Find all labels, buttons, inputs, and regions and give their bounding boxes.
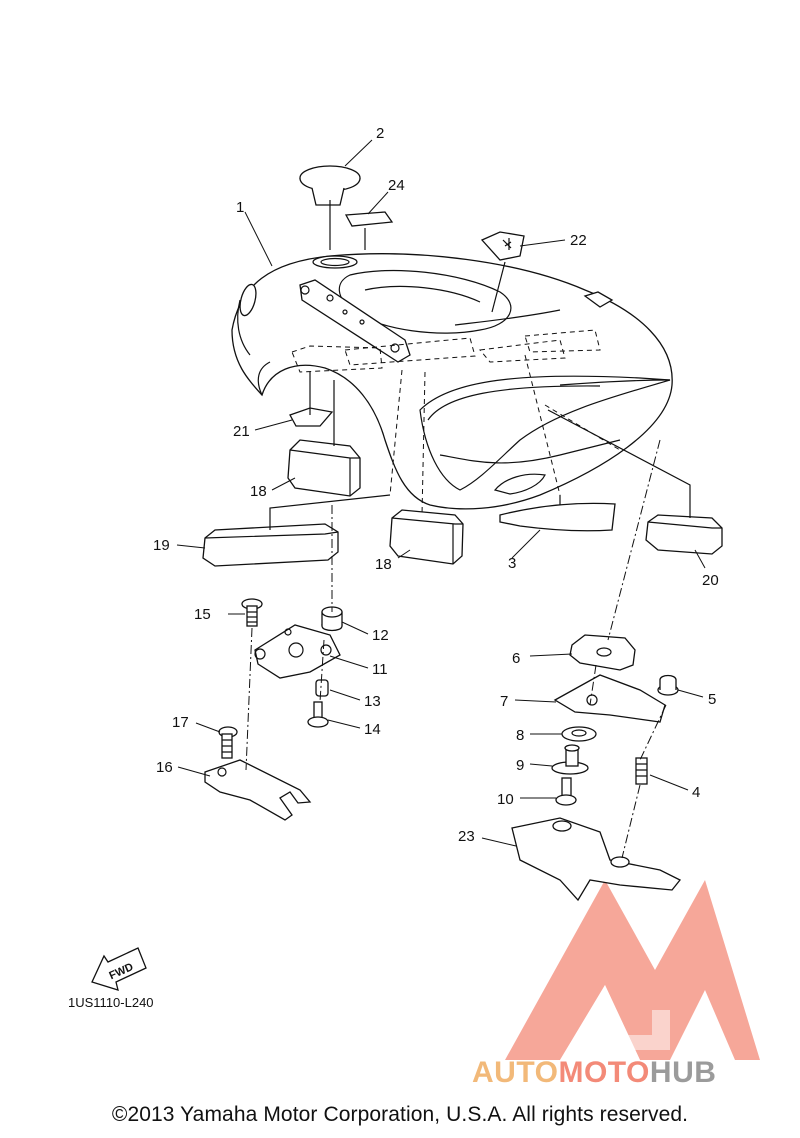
washer-8 [561, 726, 597, 742]
bracket-16 [204, 759, 312, 821]
callout-11: 11 [372, 661, 388, 678]
callout-6: 6 [512, 650, 520, 667]
pad-3 [499, 502, 616, 532]
assembly-lines [269, 200, 691, 530]
label-24 [344, 211, 394, 227]
callout-20: 20 [702, 572, 719, 589]
pad-19 [202, 523, 339, 567]
callout-leaders [176, 139, 706, 847]
pad-18-upper [287, 439, 361, 497]
callout-4: 4 [692, 784, 700, 801]
callout-3: 3 [508, 555, 516, 572]
mount-6 [569, 634, 636, 671]
callout-7: 7 [500, 693, 508, 710]
callout-5: 5 [708, 691, 716, 708]
watermark-hub: HUB [649, 1056, 717, 1089]
pad-18-lower [389, 509, 464, 565]
right-leader-lines [589, 439, 667, 859]
bracket-7 [553, 674, 666, 723]
pad-outlines [291, 329, 621, 496]
fuel-cap [299, 165, 361, 206]
callout-8: 8 [516, 727, 524, 744]
callout-14: 14 [364, 721, 381, 738]
bolt-15 [241, 598, 263, 627]
callout-19: 19 [153, 537, 170, 554]
watermark-logo-icon [505, 880, 760, 1060]
callout-21: 21 [233, 423, 250, 440]
left-leader-lines [245, 505, 333, 771]
callout-23: 23 [458, 828, 475, 845]
emblem-22 [480, 231, 525, 261]
bolt-4 [635, 757, 648, 785]
callout-18-upper: 18 [250, 483, 267, 500]
callout-22: 22 [570, 232, 587, 249]
copyright-notice: ©2013 Yamaha Motor Corporation, U.S.A. A… [111, 1103, 689, 1126]
diagram-code: 1US1110-L240 [68, 995, 154, 1010]
nut-5 [657, 674, 679, 696]
callout-1: 1 [236, 199, 244, 216]
bolt-17 [218, 726, 238, 759]
callout-18-lower: 18 [375, 556, 392, 573]
callout-10: 10 [497, 791, 514, 808]
callout-17: 17 [172, 714, 189, 731]
bracket-11 [254, 624, 341, 679]
callout-9: 9 [516, 757, 524, 774]
callout-numbers: 1 2 3 4 5 6 7 8 9 10 11 12 13 14 15 16 1… [153, 125, 719, 845]
watermark-auto: AUTO [472, 1056, 559, 1089]
pad-20 [645, 514, 723, 555]
collar-13 [315, 679, 329, 697]
watermark-moto: MOTO [558, 1056, 650, 1089]
callout-24: 24 [388, 177, 405, 194]
pad-21 [289, 407, 334, 427]
callout-16: 16 [156, 759, 173, 776]
bolt-10 [555, 777, 577, 806]
callout-12: 12 [372, 627, 389, 644]
callout-2: 2 [376, 125, 384, 142]
collar-9 [551, 744, 589, 775]
fuel-tank [231, 253, 673, 510]
bolt-14 [307, 701, 329, 728]
fwd-arrow-icon: FWD [91, 947, 147, 991]
bracket-23 [511, 817, 682, 902]
watermark-text: AUTOMOTOHUB [472, 1056, 716, 1090]
callout-15: 15 [194, 606, 211, 623]
callout-13: 13 [364, 693, 381, 710]
